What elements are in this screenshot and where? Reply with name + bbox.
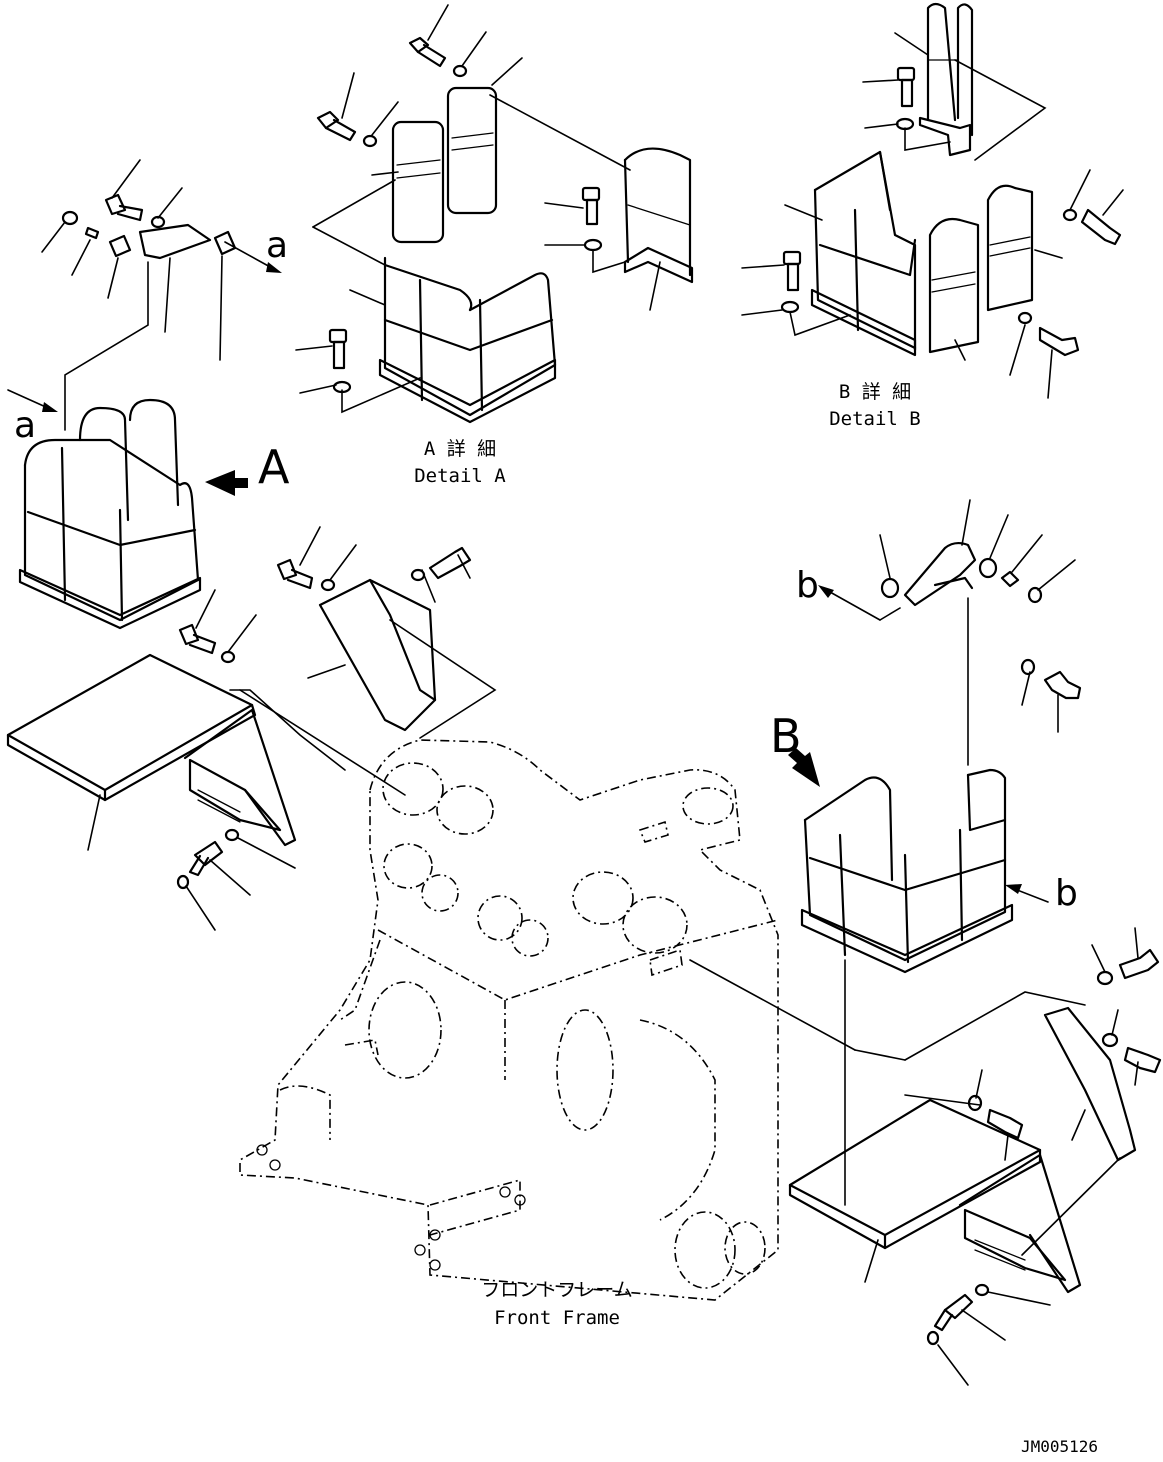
cage-b bbox=[800, 768, 1014, 1206]
view-letter-b: B bbox=[770, 709, 802, 763]
detail-b-title-en: Detail B bbox=[829, 408, 921, 430]
cage-a bbox=[18, 398, 202, 630]
detail-a-bolt-2 bbox=[316, 110, 378, 148]
hinge-assembly-a bbox=[41, 159, 237, 431]
detail-b-handrail bbox=[918, 2, 974, 157]
detail-a-title-en: Detail A bbox=[414, 465, 506, 487]
detail-a-railing bbox=[378, 256, 557, 424]
detail-a-bolt-4 bbox=[328, 328, 352, 394]
arrow-b-right bbox=[1005, 884, 1049, 903]
step-platform-b bbox=[788, 1098, 1082, 1294]
detail-b-fasteners bbox=[780, 66, 1122, 357]
drawing-code: JM005126 bbox=[1021, 1437, 1098, 1456]
detail-a-title-jp: A 詳 細 bbox=[424, 438, 496, 460]
front-frame bbox=[239, 689, 856, 1301]
detail-a-assembly bbox=[295, 4, 694, 424]
arrow-a-upper bbox=[224, 241, 282, 273]
detail-a-leaders bbox=[295, 4, 661, 414]
arrow-label-a-left: a bbox=[14, 405, 36, 446]
arrow-label-b-left: b bbox=[796, 565, 819, 606]
detail-b-title-jp: B 詳 細 bbox=[839, 381, 911, 403]
detail-a-gate-left bbox=[391, 86, 498, 244]
view-arrow-b bbox=[788, 748, 820, 787]
front-frame-label-en: Front Frame bbox=[494, 1307, 620, 1329]
view-letter-a: A bbox=[258, 440, 290, 494]
step-a-fasteners bbox=[176, 526, 472, 931]
detail-b-leaders bbox=[741, 32, 1124, 399]
detail-a-bolt-3 bbox=[581, 186, 603, 252]
view-arrow-a bbox=[205, 470, 248, 496]
arrow-label-b-right: b bbox=[1055, 873, 1078, 914]
detail-a-bolt-1 bbox=[408, 36, 468, 78]
cover-plate-b bbox=[1021, 1006, 1137, 1256]
arrow-a-left bbox=[7, 389, 58, 412]
front-frame-label-jp: フロントフレーム bbox=[481, 1279, 632, 1301]
step-platform-a bbox=[6, 653, 297, 851]
detail-a-side-rail bbox=[623, 147, 694, 284]
text-labels: A B a a b b A 詳 細 Detail A B 詳 細 Detail … bbox=[14, 225, 1098, 1456]
arrow-b-left bbox=[818, 585, 901, 621]
detail-b-assembly bbox=[741, 2, 1124, 399]
step-b-fasteners bbox=[854, 658, 1162, 1386]
detail-b-gates bbox=[928, 184, 1034, 354]
detail-b-cage bbox=[810, 150, 917, 357]
hinge-assembly-b bbox=[879, 499, 1076, 766]
arrow-label-a-upper: a bbox=[266, 225, 288, 266]
